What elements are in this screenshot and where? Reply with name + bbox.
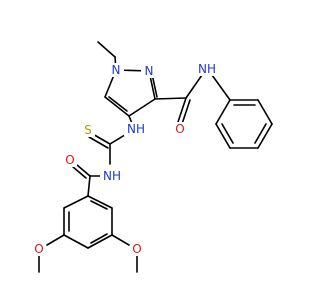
bond [87, 234, 113, 249]
atom-labels: N N NH O NH S NH O O O [32, 62, 219, 256]
atom-n2: N [145, 64, 154, 78]
bond [128, 98, 156, 117]
bond [63, 195, 89, 209]
atom-imide-nh: NH [103, 169, 121, 183]
bond [90, 200, 108, 210]
bond [97, 41, 116, 58]
atom-benzoyl-o: O [65, 153, 74, 167]
bond [257, 123, 273, 149]
bond [87, 195, 113, 209]
bond [63, 234, 89, 249]
bond [221, 123, 234, 144]
bond [177, 97, 187, 123]
atom-methoxy-o-left: O [34, 242, 43, 256]
bond [181, 99, 191, 125]
bond [185, 74, 203, 99]
bond [215, 123, 231, 149]
bond [90, 233, 108, 244]
bond [88, 136, 109, 149]
bond [76, 164, 91, 177]
bond [111, 234, 130, 246]
atom-n1: N [112, 63, 121, 77]
bond [254, 123, 267, 144]
atom-amide-o: O [175, 122, 184, 136]
molecule-structure: N N NH O NH S NH O O O [32, 41, 273, 273]
atom-thione-s: S [84, 123, 92, 137]
bond [257, 99, 273, 125]
bond [211, 74, 231, 101]
bond [72, 166, 87, 179]
bond [154, 97, 187, 100]
bond [104, 96, 130, 117]
atom-thiourea-nh: NH [127, 122, 145, 136]
atom-amide-nh: NH [198, 62, 216, 76]
bond [46, 234, 65, 246]
bond [108, 96, 128, 112]
bonds [38, 41, 273, 273]
atom-methoxy-o-right: O [132, 242, 141, 256]
bond [87, 175, 91, 197]
bond [215, 99, 231, 125]
